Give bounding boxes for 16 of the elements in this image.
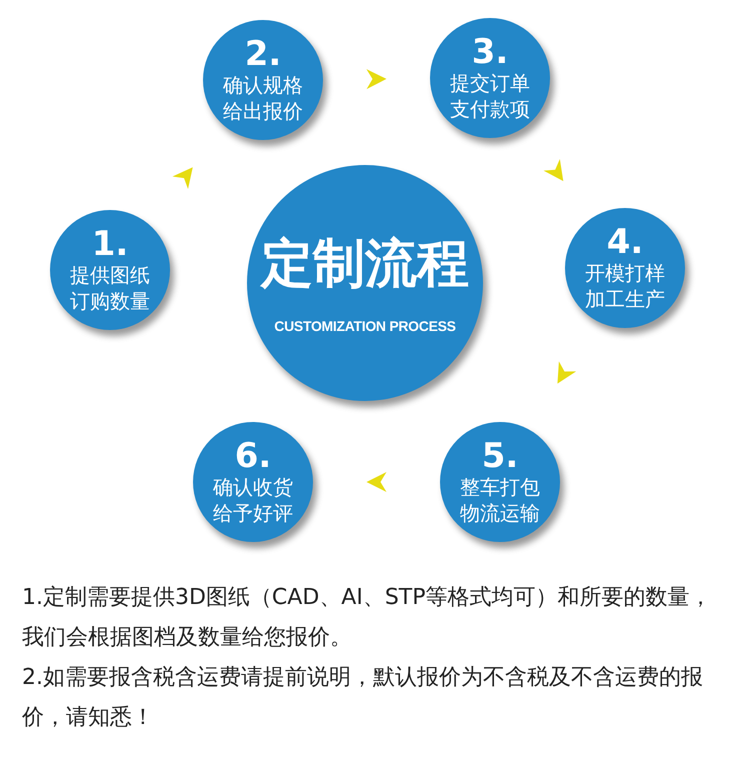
note-text: 1.定制需要提供3D图纸（CAD、AI、STP等格式均可）和所要的数量，我们会根据图档及数量给您报价。: [22, 584, 712, 652]
step-text: 开模打样加工生产: [584, 260, 666, 312]
step-text: 提交订单支付款项: [449, 70, 531, 122]
step-number: 6.: [234, 438, 272, 474]
title: 定制流程: [261, 233, 469, 296]
step-text: 确认规格给出报价: [222, 72, 304, 124]
note-text: 2.如需要报含税含运费请提前说明，默认报价为不含税及不含运费的报价，请知悉！: [22, 664, 704, 732]
step-number: 2.: [244, 36, 282, 72]
step-text: 确认收货给予好评: [212, 474, 294, 526]
step-text: 提供图纸订购数量: [69, 262, 151, 314]
subtitle: CUSTOMIZATION PROCESS: [274, 318, 456, 334]
step-number: 4.: [606, 224, 644, 260]
step-text: 整车打包物流运输: [459, 474, 541, 526]
step-number: 5.: [482, 438, 518, 474]
step-number: 1.: [92, 226, 128, 262]
step-number: 3.: [472, 34, 508, 70]
